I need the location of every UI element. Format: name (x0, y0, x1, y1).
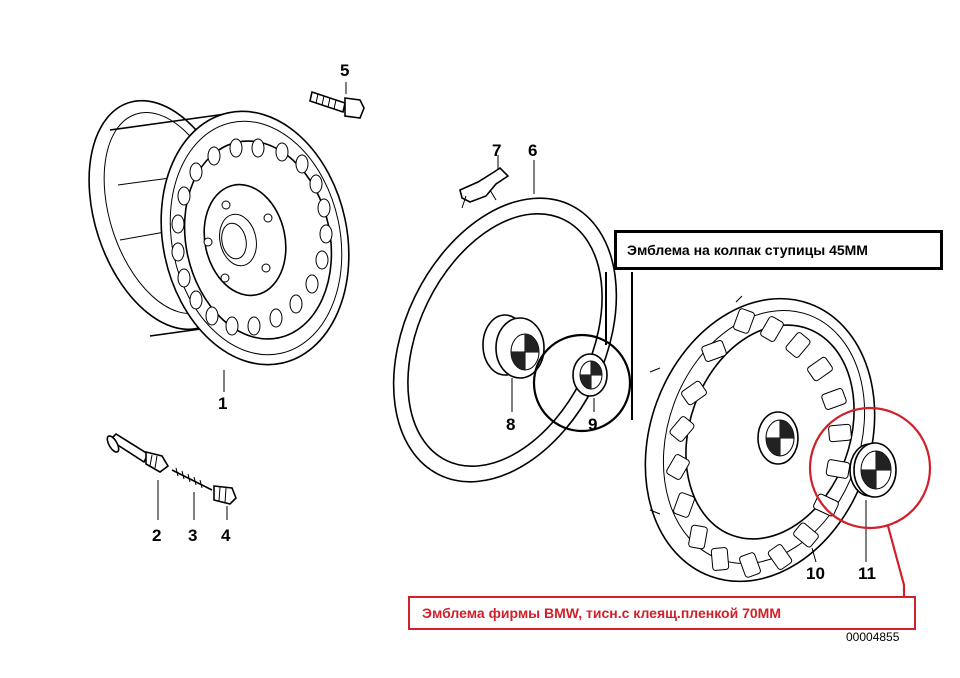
small-emblem-part-9 (532, 333, 632, 433)
hub-cap-part-8 (482, 314, 545, 412)
large-emblem-part-11 (808, 406, 932, 562)
part-number-8: 8 (506, 415, 515, 434)
wheel-cover-part-10 (644, 295, 876, 583)
part-number-9: 9 (588, 415, 597, 434)
part-number-2: 2 (152, 526, 161, 545)
steel-wheel-part-1 (88, 99, 350, 392)
part-number-1: 1 (218, 394, 227, 413)
hub-emblem-highlight-circle (532, 333, 632, 433)
part-number-4: 4 (221, 526, 231, 545)
part-number-6: 6 (528, 141, 537, 160)
hub-cap-emblem-callout-text: Эмблема на колпак ступицы 45MM (627, 242, 868, 258)
bmw-emblem-connector (886, 525, 906, 598)
clip-part-7 (459, 155, 510, 209)
part-number-10: 10 (806, 564, 825, 583)
document-number: 00004855 (846, 630, 900, 644)
valve-parts-2-3-4 (106, 432, 237, 520)
part-number-11: 11 (858, 564, 876, 583)
part-number-3: 3 (188, 526, 197, 545)
part-number-7: 7 (492, 141, 501, 160)
hub-cap-emblem-callout: Эмблема на колпак ступицы 45MM (614, 230, 943, 270)
vent-holes (171, 138, 333, 336)
hub-emblem-connector (605, 272, 633, 420)
part-number-5: 5 (340, 61, 349, 80)
cover-slots (666, 308, 852, 578)
bmw-emblem-callout-text: Эмблема фирмы BMW, тисн.с клеящ.пленкой … (422, 605, 781, 621)
wheel-bolt-part-5 (309, 82, 365, 119)
bmw-emblem-callout: Эмблема фирмы BMW, тисн.с клеящ.пленкой … (408, 596, 916, 630)
bmw-emblem-highlight-circle (808, 406, 932, 530)
